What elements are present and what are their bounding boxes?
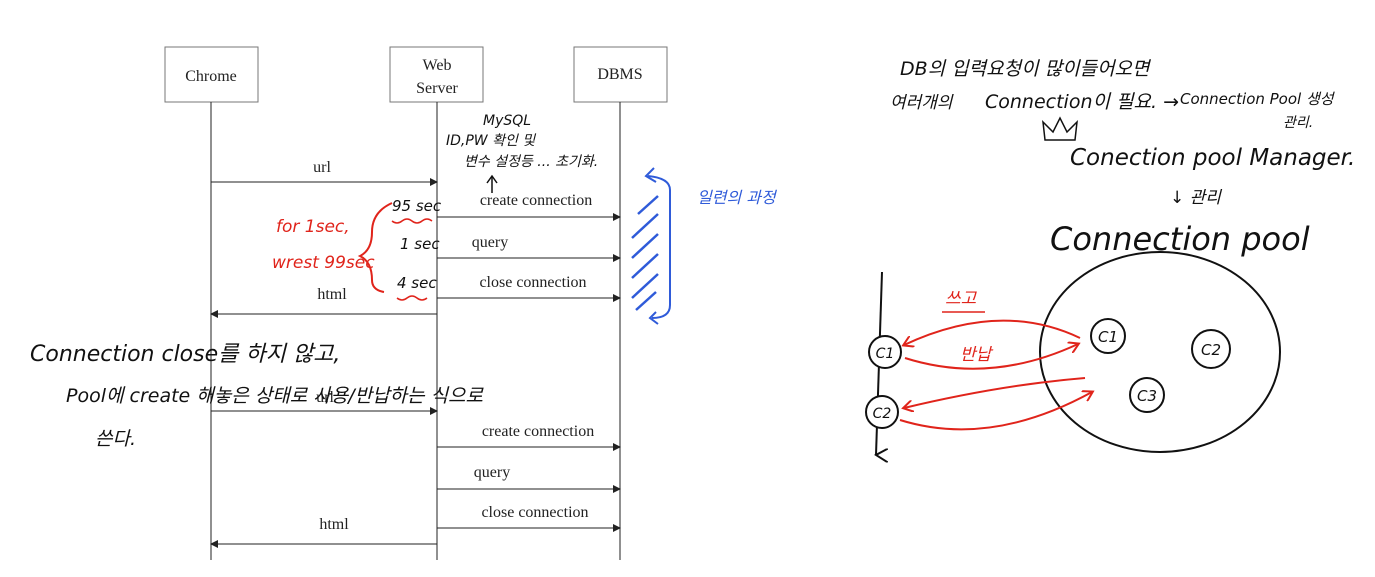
message-query-1-label: query: [472, 234, 508, 251]
crown-icon: [1042, 116, 1078, 141]
message-create-2-label: create connection: [482, 423, 594, 440]
participant-web-label: Web: [423, 57, 452, 74]
client-connection-c1-label: C1: [876, 346, 895, 362]
use-label: 쓰고: [945, 289, 978, 309]
participant-dbms: DBMS: [573, 46, 668, 103]
message-html-2: html: [210, 516, 437, 548]
participant-dbms-label: DBMS: [597, 66, 642, 83]
message-query-1: query: [437, 234, 621, 262]
pooled-connection-c3: C3: [1129, 377, 1165, 413]
bottom-note-line-1: Connection close를 하지 않고,: [30, 342, 340, 367]
bottom-note: Connection close를 하지 않고, Pool에 create 해놓…: [30, 342, 485, 450]
use-arrow-c1: [904, 319, 1081, 345]
message-create-1-label: create connection: [480, 192, 592, 209]
pool-manager-label: Conection pool Manager.: [1070, 145, 1355, 171]
return-arrow-c1: [904, 344, 1078, 370]
pooled-connection-c1-label: C1: [1098, 328, 1118, 346]
message-create-2: create connection: [437, 423, 621, 451]
pool-note-line-2a: 여러개의: [890, 93, 954, 113]
message-html-1: html: [210, 286, 437, 318]
pooled-connection-c2: C2: [1191, 329, 1231, 369]
timing-close-underline: [396, 295, 428, 301]
manage-arrow-label: ↓ 관리: [1170, 188, 1222, 208]
return-label: 반납: [960, 345, 994, 365]
pooled-connection-c1: C1: [1090, 318, 1126, 354]
message-url-2-label: url: [316, 389, 334, 406]
blue-process-bracket: 일련의 과정: [631, 167, 778, 325]
timing-query: 1 sec: [400, 235, 440, 253]
mysql-note: MySQL ID,PW 확인 및 변수 설정등 ... 초기화.: [446, 113, 598, 193]
message-create-1: create connection: [437, 192, 621, 221]
pool-note-line-2b: Connection이 필요. →: [985, 91, 1179, 113]
client-connection-c2: C2: [865, 395, 899, 429]
message-query-2: query: [437, 464, 621, 493]
message-query-2-label: query: [474, 464, 510, 481]
message-close-1: close connection: [437, 274, 621, 302]
mysql-note-line-1: MySQL: [483, 113, 531, 129]
red-note-line-1: for 1sec,: [276, 217, 350, 237]
red-note: for 1sec, wrest 99sec: [272, 202, 393, 293]
mysql-note-line-2: ID,PW 확인 및: [446, 133, 536, 149]
return-arrow-c2: [899, 392, 1092, 431]
participant-server-label: Server: [416, 80, 458, 97]
pooled-connection-c3-label: C3: [1137, 387, 1157, 405]
pool-circle: [1039, 251, 1281, 453]
participant-web-server: Web Server: [389, 46, 484, 103]
pool-note-line-2c: Connection Pool 생성: [1180, 90, 1336, 108]
message-html-1-label: html: [317, 286, 347, 303]
timing-close: 4 sec: [397, 274, 437, 292]
mysql-note-line-3: 변수 설정등 ... 초기화.: [464, 154, 598, 170]
timing-create-underline: [391, 218, 433, 224]
message-close-1-label: close connection: [479, 274, 586, 291]
bottom-note-line-3: 쓴다.: [95, 428, 136, 450]
timing-create: 95 sec: [392, 197, 442, 215]
message-url-2: url: [211, 389, 438, 415]
blue-note-label: 일련의 과정: [697, 188, 778, 207]
message-close-2-label: close connection: [481, 504, 588, 521]
red-note-brace: [357, 202, 393, 293]
participant-chrome-label: Chrome: [185, 68, 237, 85]
bottom-note-line-2: Pool에 create 해놓은 상태로 사용/반납하는 식으로: [66, 385, 485, 407]
use-arrow-c2: [904, 377, 1086, 408]
pool-note-line-3: 관리.: [1283, 115, 1313, 131]
pool-title: Connection pool: [1050, 220, 1310, 258]
message-html-2-label: html: [319, 516, 349, 533]
message-close-2: close connection: [437, 504, 621, 532]
pool-note-line-1: DB의 입력요청이 많이들어오면: [900, 58, 1152, 80]
red-note-line-2: wrest 99sec: [272, 253, 375, 273]
participant-chrome: Chrome: [164, 46, 259, 103]
pooled-connection-c2-label: C2: [1201, 341, 1221, 359]
message-url-1: url: [211, 159, 438, 186]
client-connection-c2-label: C2: [873, 406, 892, 422]
message-url-1-label: url: [313, 159, 331, 176]
client-connection-c1: C1: [868, 335, 902, 369]
